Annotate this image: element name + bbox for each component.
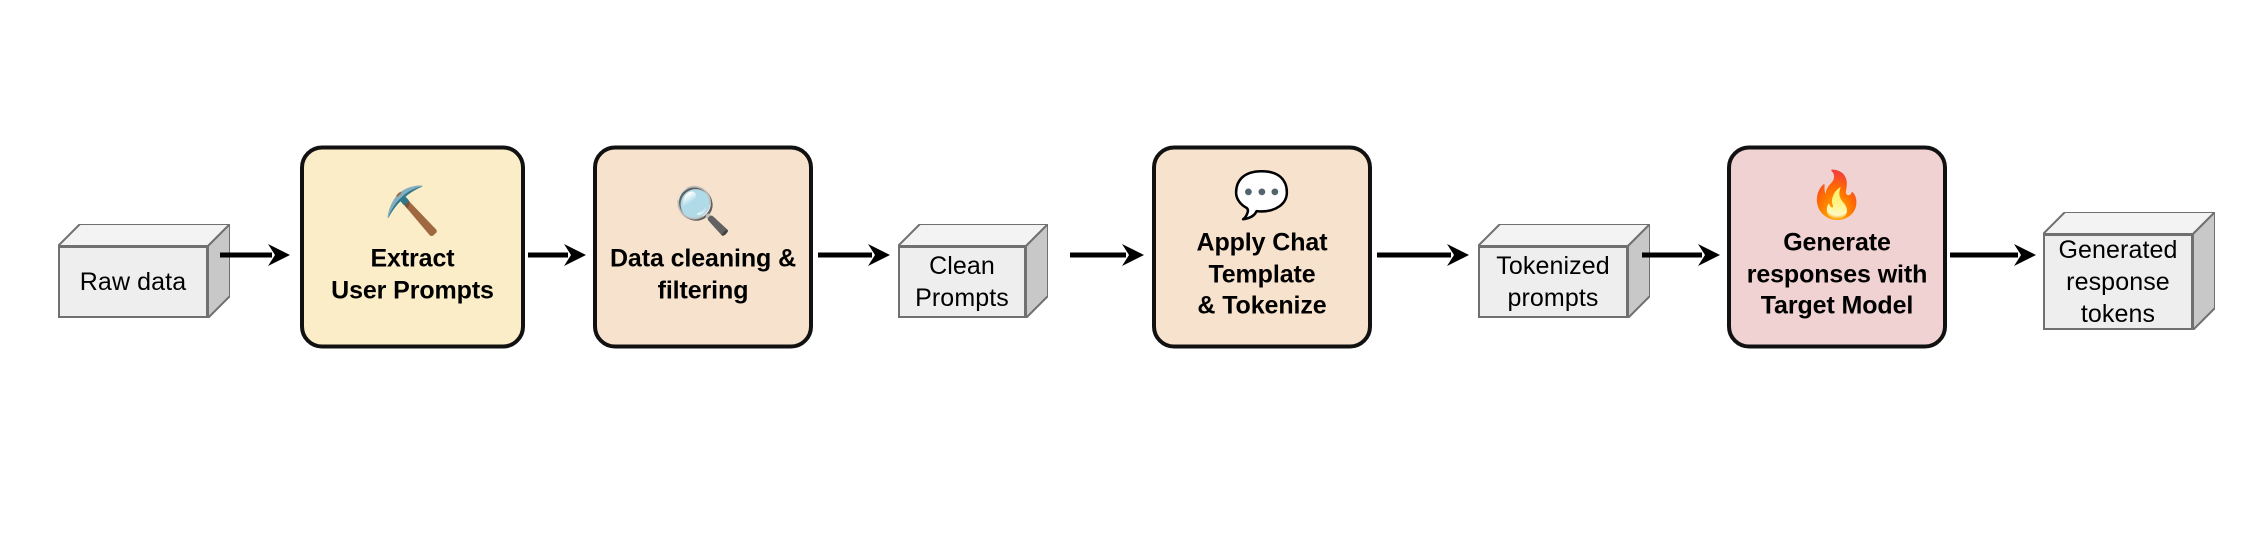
data-cube-raw-data: Raw data [58, 224, 230, 318]
arrow-generate-to-output [1950, 240, 2036, 270]
process-node-extract-user-prompts[interactable]: ⛏️ Extract User Prompts [300, 145, 525, 349]
arrow-glyph [528, 244, 586, 266]
arrow-clean-to-apply [1070, 240, 1144, 270]
cube-label: Clean Prompts [898, 246, 1026, 318]
arrow-cleaning-to-clean [818, 240, 890, 270]
arrow-apply-to-tokenized [1377, 240, 1469, 270]
arrow-glyph [220, 244, 290, 266]
arrow-glyph [1377, 244, 1469, 266]
process-label: Data cleaning & filtering [609, 244, 797, 305]
arrow-glyph [1070, 244, 1144, 266]
cube-3d-faces [1478, 224, 1650, 318]
process-node-generate-responses[interactable]: 🔥 Generate responses with Target Model [1727, 145, 1947, 349]
speech-balloon-icon: 💬 [1233, 168, 1291, 221]
cube-label: Generated response tokens [2043, 234, 2193, 330]
cube-label: Raw data [58, 246, 208, 318]
data-cube-generated-response-tokens: Generated response tokens [2043, 212, 2215, 330]
arrow-raw-to-extract [220, 240, 290, 270]
data-cube-tokenized-prompts: Tokenized prompts [1478, 224, 1650, 318]
process-label: Generate responses with Target Model [1746, 228, 1928, 320]
data-cube-clean-prompts: Clean Prompts [898, 224, 1048, 318]
pickaxe-icon: ⛏️ [383, 184, 442, 237]
process-node-data-cleaning-filtering[interactable]: 🔍 Data cleaning & filtering [593, 145, 813, 349]
cube-label: Tokenized prompts [1478, 246, 1628, 318]
fire-icon: 🔥 [1808, 168, 1866, 221]
arrow-tokenized-to-generate [1642, 240, 1720, 270]
process-node-apply-chat-template[interactable]: 💬 Apply Chat Template & Tokenize [1152, 145, 1372, 349]
arrow-extract-to-cleaning [528, 240, 586, 270]
process-label: Extract User Prompts [331, 244, 494, 305]
arrow-glyph [1642, 244, 1720, 266]
cube-3d-faces [898, 224, 1048, 318]
arrow-glyph [1950, 244, 2036, 266]
magnifying-glass-icon: 🔍 [674, 184, 732, 237]
cube-3d-faces [2043, 212, 2215, 330]
process-label: Apply Chat Template & Tokenize [1196, 228, 1328, 320]
arrow-glyph [818, 244, 890, 266]
